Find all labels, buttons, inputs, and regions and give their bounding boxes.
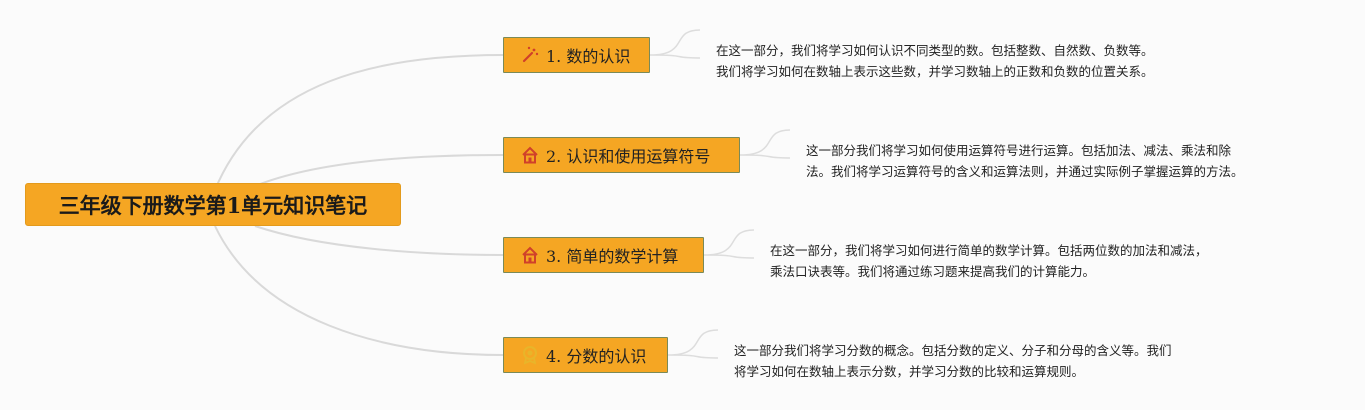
branch-4[interactable]: 4. 分数的认识 bbox=[503, 337, 668, 373]
branch-4-note-line-2: 将学习如何在数轴上表示分数，并学习分数的比较和运算规则。 bbox=[734, 364, 1085, 379]
root-topic[interactable]: 三年级下册数学第1单元知识笔记 bbox=[25, 183, 401, 226]
house-icon bbox=[520, 145, 540, 165]
note-brace-2 bbox=[739, 129, 791, 159]
branch-2[interactable]: 2. 认识和使用运算符号 bbox=[503, 137, 740, 173]
branch-3-label: 3. 简单的数学计算 bbox=[546, 247, 679, 266]
house-icon bbox=[520, 245, 540, 265]
note-brace-1 bbox=[649, 29, 701, 59]
magic-wand-icon bbox=[520, 45, 540, 65]
root-link-1 bbox=[214, 54, 504, 191]
branch-2-note: 这一部分我们将学习如何使用运算符号进行运算。包括加法、减法、乘法和除 法。我们将… bbox=[806, 140, 1244, 182]
note-brace-4 bbox=[667, 329, 719, 359]
branch-4-label: 4. 分数的认识 bbox=[546, 347, 647, 366]
branch-2-label: 2. 认识和使用运算符号 bbox=[546, 147, 711, 166]
branch-1-note-line-1: 在这一部分，我们将学习如何认识不同类型的数。包括整数、自然数、负数等。 bbox=[716, 43, 1154, 58]
branch-3[interactable]: 3. 简单的数学计算 bbox=[503, 237, 704, 273]
branch-1-label: 1. 数的认识 bbox=[546, 47, 631, 66]
root-link-4 bbox=[214, 225, 504, 356]
root-link-3 bbox=[254, 225, 504, 256]
branch-4-note: 这一部分我们将学习分数的概念。包括分数的定义、分子和分母的含义等。我们 将学习如… bbox=[734, 340, 1172, 382]
branch-1[interactable]: 1. 数的认识 bbox=[503, 37, 650, 73]
root-topic-label: 三年级下册数学第1单元知识笔记 bbox=[58, 192, 368, 218]
branch-3-note: 在这一部分，我们将学习如何进行简单的数学计算。包括两位数的加法和减法， 乘法口诀… bbox=[770, 240, 1208, 282]
branch-1-note-line-2: 我们将学习如何在数轴上表示这些数，并学习数轴上的正数和负数的位置关系。 bbox=[716, 64, 1154, 79]
root-link-2 bbox=[254, 154, 504, 187]
branch-1-note: 在这一部分，我们将学习如何认识不同类型的数。包括整数、自然数、负数等。 我们将学… bbox=[716, 40, 1154, 82]
branch-3-note-line-2: 乘法口诀表等。我们将通过练习题来提高我们的计算能力。 bbox=[770, 264, 1096, 279]
branch-3-note-line-1: 在这一部分，我们将学习如何进行简单的数学计算。包括两位数的加法和减法， bbox=[770, 243, 1208, 258]
branch-2-note-line-1: 这一部分我们将学习如何使用运算符号进行运算。包括加法、减法、乘法和除 bbox=[806, 143, 1232, 158]
badge-icon bbox=[520, 345, 540, 365]
branch-2-note-line-2: 法。我们将学习运算符号的含义和运算法则，并通过实际例子掌握运算的方法。 bbox=[806, 164, 1244, 179]
branch-4-note-line-1: 这一部分我们将学习分数的概念。包括分数的定义、分子和分母的含义等。我们 bbox=[734, 343, 1172, 358]
note-brace-3 bbox=[703, 229, 755, 259]
